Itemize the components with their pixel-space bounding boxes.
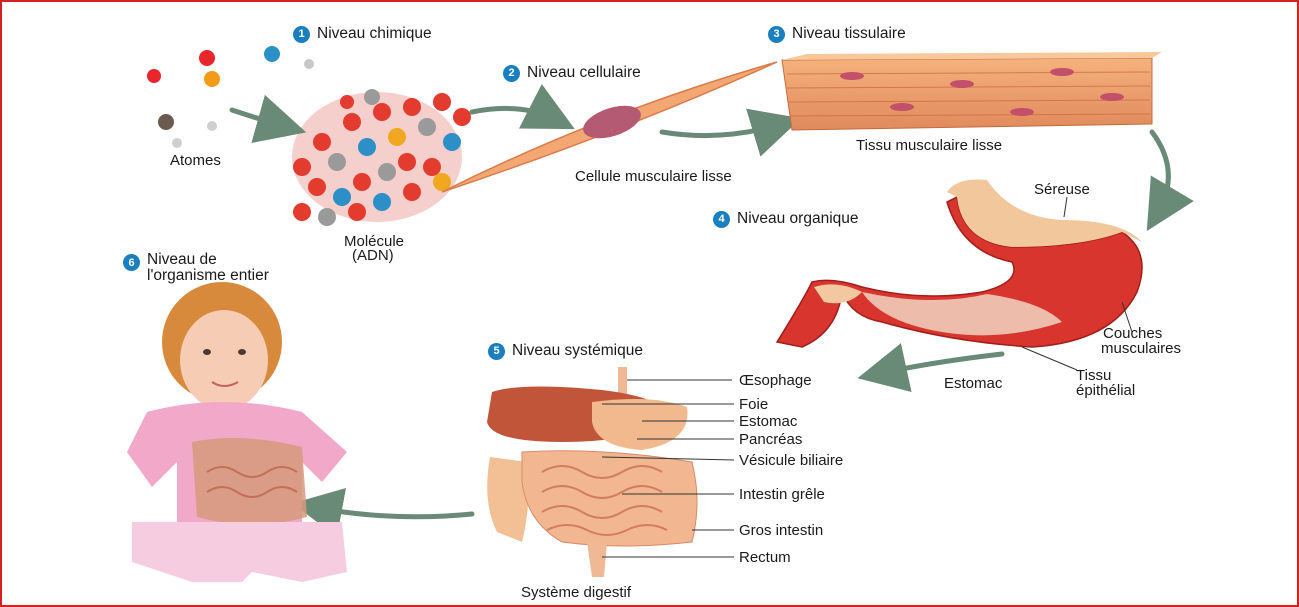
level-5-heading: 5 Niveau systémique bbox=[488, 342, 643, 360]
muscle-layers-label-line2: musculaires bbox=[1101, 341, 1181, 357]
atoms bbox=[147, 46, 314, 148]
digestive-system bbox=[487, 367, 734, 577]
atoms-label: Atomes bbox=[170, 152, 221, 169]
level-6-label-line1: Niveau de bbox=[147, 252, 269, 268]
level-3-heading: 3 Niveau tissulaire bbox=[768, 25, 906, 43]
rectum-label: Rectum bbox=[739, 549, 791, 566]
small-intestine-label: Intestin grêle bbox=[739, 486, 825, 503]
level-3-badge: 3 bbox=[768, 26, 785, 43]
tissue-label: Tissu musculaire lisse bbox=[856, 137, 1002, 154]
level-4-label: Niveau organique bbox=[737, 210, 859, 228]
level-6-label-line2: l'organisme entier bbox=[147, 268, 269, 284]
dna-molecule bbox=[292, 89, 471, 226]
epithelial-label-line2: épithélial bbox=[1076, 383, 1135, 399]
stomach bbox=[777, 180, 1142, 371]
level-4-badge: 4 bbox=[713, 211, 730, 228]
liver-label: Foie bbox=[739, 396, 768, 413]
stomach-label: Estomac bbox=[739, 413, 797, 430]
tissue-block bbox=[782, 52, 1162, 130]
level-5-badge: 5 bbox=[488, 343, 505, 360]
level-2-label: Niveau cellulaire bbox=[527, 64, 641, 82]
large-intestine-label: Gros intestin bbox=[739, 522, 823, 539]
level-6-badge: 6 bbox=[123, 254, 140, 271]
pancreas-label: Pancréas bbox=[739, 431, 802, 448]
gallbladder-label: Vésicule biliaire bbox=[739, 452, 843, 469]
serosa-label: Séreuse bbox=[1034, 181, 1090, 198]
level-6-heading: 6 Niveau de l'organisme entier bbox=[123, 252, 269, 284]
level-3-label: Niveau tissulaire bbox=[792, 25, 906, 43]
esophagus-label: Œsophage bbox=[739, 372, 812, 389]
level-5-label: Niveau systémique bbox=[512, 342, 643, 360]
cell-label: Cellule musculaire lisse bbox=[575, 168, 732, 185]
level-1-label: Niveau chimique bbox=[317, 25, 432, 43]
level-1-badge: 1 bbox=[293, 26, 310, 43]
digestive-system-label: Système digestif bbox=[521, 584, 631, 601]
stomach-organ-label: Estomac bbox=[944, 375, 1002, 392]
molecule-label-line2: (ADN) bbox=[352, 248, 394, 264]
level-1-heading: 1 Niveau chimique bbox=[293, 25, 432, 43]
child-figure bbox=[127, 282, 347, 582]
level-2-heading: 2 Niveau cellulaire bbox=[503, 64, 641, 82]
level-4-heading: 4 Niveau organique bbox=[713, 210, 859, 228]
level-2-badge: 2 bbox=[503, 65, 520, 82]
